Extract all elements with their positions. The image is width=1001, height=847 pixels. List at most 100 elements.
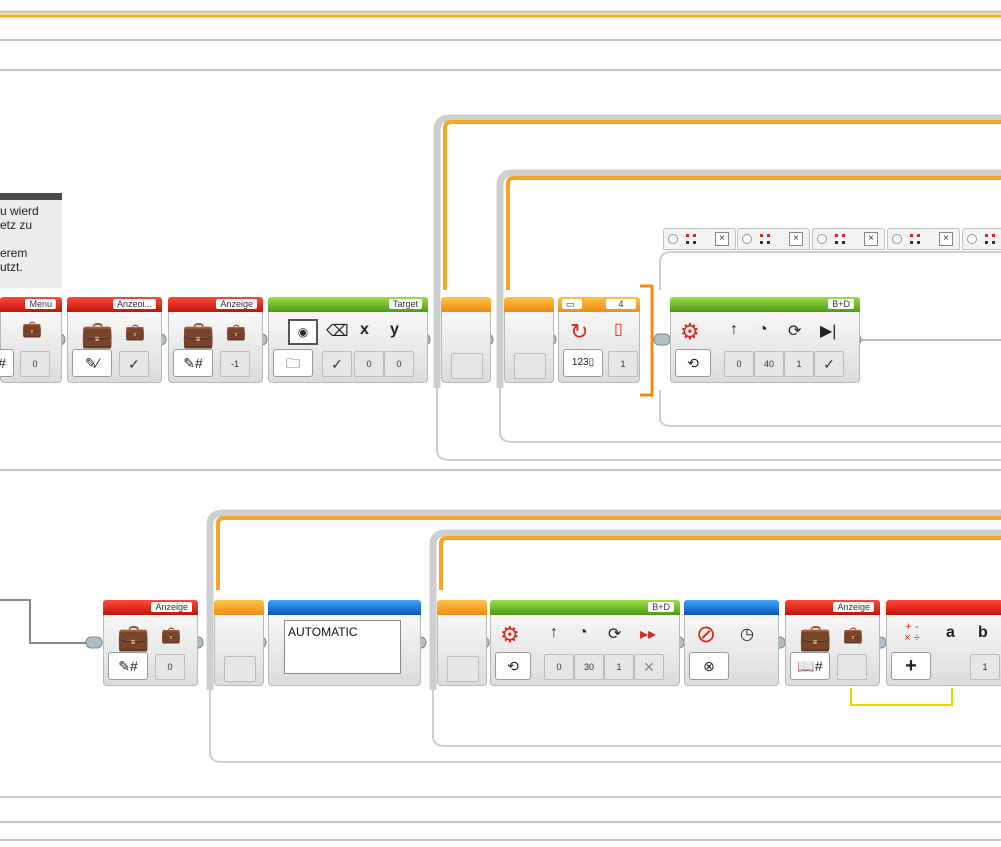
display-block-anzeoi[interactable]: Anzeoi... 💼 💼 ✎⁄ ✓ xyxy=(67,297,162,383)
port-label: B+D xyxy=(648,602,674,612)
display-block-anzeige-1[interactable]: Anzeige 💼 💼 ✎# -1 xyxy=(168,297,263,383)
plus-icon[interactable]: + xyxy=(891,652,931,680)
rotation-icon: ⟳ xyxy=(608,626,622,643)
block-header xyxy=(504,297,554,312)
port-icon xyxy=(833,232,847,246)
value-input[interactable]: -1 xyxy=(220,351,250,377)
block-header xyxy=(886,600,1001,615)
port-icon xyxy=(983,232,997,246)
close-icon[interactable]: × xyxy=(864,232,878,246)
arrow-up-icon: ↑ xyxy=(550,624,558,641)
math-block[interactable]: + -× ÷ a b + 1 xyxy=(886,600,1001,686)
speed-icon: ◔ xyxy=(578,624,588,641)
comment-text-field[interactable]: AUTOMATIC xyxy=(284,620,401,674)
close-icon[interactable]: × xyxy=(789,232,803,246)
switch-case-tab-5[interactable] xyxy=(962,228,1001,250)
move-steering-block-2[interactable]: B+D ⚙ ↑ ◔ ⟳ ▸▸ ⟲ 0 30 1 ✕ xyxy=(490,600,680,686)
radio[interactable] xyxy=(742,234,752,244)
value-input[interactable]: 0 xyxy=(155,654,185,680)
value-input-y[interactable]: 0 xyxy=(384,351,414,377)
block-header xyxy=(441,297,491,312)
briefcase-icon: 💼 xyxy=(182,319,215,349)
comment-box[interactable]: u wierd etz zu erem utzt. xyxy=(0,193,62,288)
book-icon[interactable]: 📖# xyxy=(790,652,830,680)
briefcase-icon: 💼 xyxy=(125,324,145,341)
move-steering-block-1[interactable]: B+D ⚙ ↑ ◔ ⟳ ▶| ⟲ 0 40 1 ✓ xyxy=(670,297,860,383)
port-label: B+D xyxy=(828,299,854,309)
loop-mode[interactable] xyxy=(224,656,256,682)
radio[interactable] xyxy=(892,234,902,244)
steering-input[interactable]: 0 xyxy=(544,654,574,680)
loop-mode[interactable] xyxy=(451,353,483,379)
block-header: B+D xyxy=(670,297,860,312)
value-input[interactable] xyxy=(837,654,867,680)
loop-frame-outer-1 xyxy=(433,114,1001,388)
block-header: Anzeige xyxy=(785,600,880,615)
value-input[interactable]: 1 xyxy=(608,351,638,377)
block-header: B+D xyxy=(490,600,680,615)
loop-frame-outer-1-bottom xyxy=(436,388,1001,461)
mode-button[interactable]: ⊗ xyxy=(689,652,729,680)
display-block-target[interactable]: Target ◉ ⌫ x y 🗀 ✓ 0 0 xyxy=(268,297,428,383)
loop-orange-outer-1 xyxy=(443,120,1001,290)
block-label: Menu xyxy=(25,299,56,309)
block-body xyxy=(684,615,779,686)
wait-block[interactable]: ⊘ ◷ ⊗ xyxy=(684,600,779,686)
display-block-anzeige-3[interactable]: Anzeige 💼 💼 📖# xyxy=(785,600,880,686)
loop-block-inner-1[interactable] xyxy=(504,297,554,383)
block-header xyxy=(214,600,264,615)
mode-button[interactable]: ✎# xyxy=(173,349,213,377)
value-input-x[interactable]: 0 xyxy=(354,351,384,377)
close-icon[interactable]: × xyxy=(715,232,729,246)
switch-frame-top xyxy=(659,251,1001,290)
loop-frame-inner-1-bottom xyxy=(499,388,1001,443)
loop-block-inner-2[interactable] xyxy=(437,600,487,686)
block-label: Target xyxy=(388,299,422,309)
loop-orange-inner-1 xyxy=(506,176,1001,290)
rotations-input[interactable]: 1 xyxy=(784,351,814,377)
radio[interactable] xyxy=(817,234,827,244)
speed-icon: ◔ xyxy=(758,321,768,338)
loop-mode[interactable] xyxy=(514,353,546,379)
loop-frame-outer-2-bottom xyxy=(209,690,1001,763)
wire-incoming-row2 xyxy=(0,599,90,644)
mode-button[interactable]: # xyxy=(0,349,14,377)
radio[interactable] xyxy=(967,234,977,244)
port-icon xyxy=(908,232,922,246)
cross-icon[interactable]: ✕ xyxy=(634,654,664,680)
switch-case-tab-1[interactable]: × xyxy=(663,228,736,250)
check-icon[interactable]: ✓ xyxy=(814,351,844,377)
block-label: Anzeige xyxy=(151,602,192,612)
play-icon: ▸▸ xyxy=(640,626,657,643)
power-input[interactable]: 30 xyxy=(574,654,604,680)
loop-icon[interactable]: ⟲ xyxy=(495,652,531,680)
check-icon[interactable]: ✓ xyxy=(322,351,352,377)
value-input-b[interactable]: 1 xyxy=(970,654,1000,680)
power-input[interactable]: 40 xyxy=(754,351,784,377)
loop-icon[interactable]: ⟲ xyxy=(675,349,711,377)
check-icon[interactable]: ✓ xyxy=(119,351,149,377)
folder-icon[interactable]: 🗀 xyxy=(273,349,313,377)
mode-button[interactable]: ✎⁄ xyxy=(72,349,112,377)
calc-icon: + -× ÷ xyxy=(904,621,920,644)
rotations-input[interactable]: 1 xyxy=(604,654,634,680)
display-block-menu[interactable]: Menu 💼 # 0 xyxy=(0,297,62,383)
loop-block-outer-1[interactable] xyxy=(441,297,491,383)
switch-case-tab-2[interactable]: × xyxy=(737,228,810,250)
steering-input[interactable]: 0 xyxy=(724,351,754,377)
loop-mode[interactable] xyxy=(447,656,479,682)
switch-case-tab-4[interactable]: × xyxy=(887,228,960,250)
switch-case-tab-3[interactable]: × xyxy=(812,228,885,250)
radio[interactable] xyxy=(668,234,678,244)
mode-button[interactable]: ✎# xyxy=(108,652,148,680)
block-header: Anzeige xyxy=(168,297,263,312)
close-icon[interactable]: × xyxy=(939,232,953,246)
mode-button[interactable]: 123▯ xyxy=(563,349,603,377)
a-label: a xyxy=(946,624,955,641)
display-block-anzeige-2[interactable]: Anzeige 💼 💼 ✎# 0 xyxy=(103,600,198,686)
loop-block-outer-2[interactable] xyxy=(214,600,264,686)
comment-bar xyxy=(0,193,62,200)
value-input[interactable]: 0 xyxy=(20,351,50,377)
block-header: Menu xyxy=(0,297,62,312)
switch-block[interactable]: 4▭ ↻ ▯ 123▯ 1 xyxy=(558,297,640,383)
